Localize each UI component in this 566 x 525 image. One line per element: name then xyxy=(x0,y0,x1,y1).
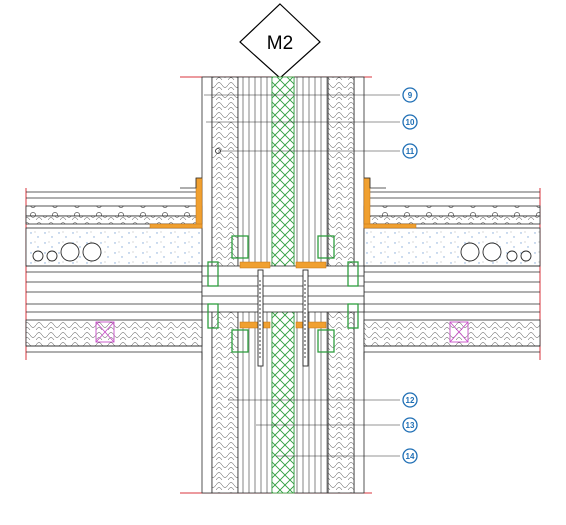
callout-14: 14 xyxy=(402,448,418,464)
ceiling-boards xyxy=(26,351,540,360)
acoustic-hangers xyxy=(95,321,469,343)
callout-label: 10 xyxy=(406,118,415,127)
floor-slab-right xyxy=(363,191,541,347)
callout-bubble xyxy=(402,448,418,464)
callout-label: 9 xyxy=(408,91,413,100)
callout-label: 14 xyxy=(406,452,415,461)
callout-label: 13 xyxy=(406,421,415,430)
callout-bubble xyxy=(402,87,418,103)
callout-bubble xyxy=(402,143,418,159)
screws xyxy=(257,269,309,367)
callout-12: 12 xyxy=(402,392,418,408)
orange-insulation-strips xyxy=(149,177,417,329)
leader-dot-11 xyxy=(215,148,221,154)
callout-9: 9 xyxy=(402,87,418,103)
callout-bubble xyxy=(402,114,418,130)
callout-leaders xyxy=(204,94,400,457)
floor-pipes xyxy=(32,242,532,262)
callout-11: 11 xyxy=(402,143,418,159)
floor-junction-band xyxy=(201,265,365,313)
callout-bubble xyxy=(402,392,418,408)
wall-upstand xyxy=(180,177,386,189)
callout-label: 11 xyxy=(406,147,415,156)
callout-label: 12 xyxy=(406,396,415,405)
detail-title: M2 xyxy=(267,33,293,54)
callout-13: 13 xyxy=(402,417,418,433)
callout-10: 10 xyxy=(402,114,418,130)
detail-title-marker: M2 xyxy=(239,3,321,79)
angle-brackets xyxy=(207,235,359,353)
callout-bubble xyxy=(402,417,418,433)
